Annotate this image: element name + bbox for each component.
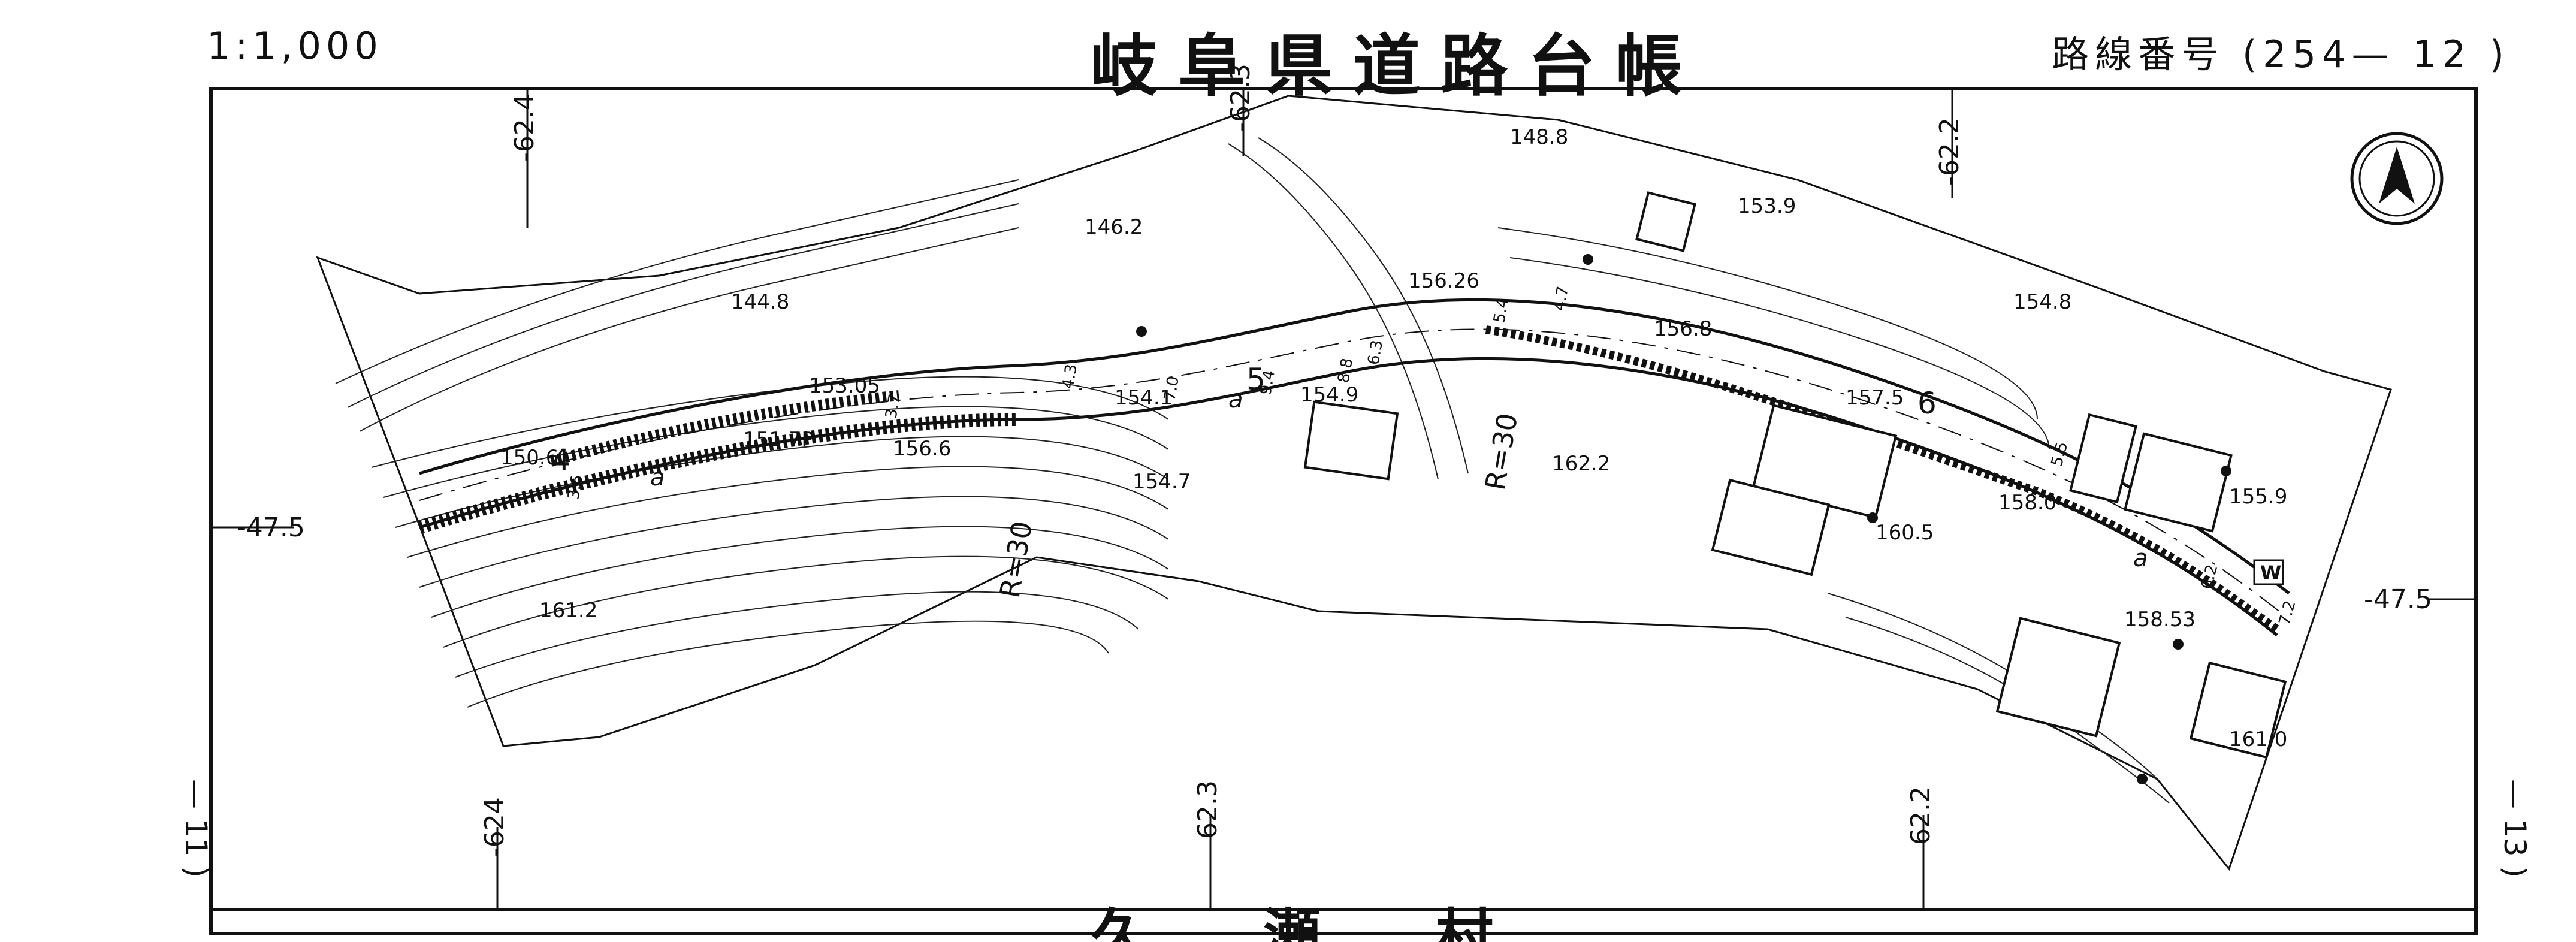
map-title: 岐阜県道路台帳 [1091,28,1703,105]
contour-lines [335,137,2170,804]
grid-label-bottom-2: 62.3 [1192,780,1223,839]
road-width: 6.2 [2198,563,2222,591]
buildings [1303,191,2287,759]
grid-label-top-3: -62.2 [1934,117,1965,186]
elevation-label: 158.53 [2124,608,2196,632]
elevation-label: 156.8 [1654,317,1712,341]
well-marker [2253,559,2284,585]
grid-label-top-1: -62.4 [509,93,540,162]
section-numbers: 6 5 4 [551,362,1937,478]
grid-label-right: -47.5 [2364,584,2432,615]
road-symbol: a [650,464,665,491]
retaining-walls [417,325,2280,633]
control-points [1136,254,2231,784]
elevation-label: 154.9 [1300,383,1358,407]
grid-labels: -62.4 -62.3 -62.2 -624 62.3 62.2 -47.5 -… [237,64,2432,857]
elevation-label: 154.7 [1133,470,1191,494]
elevation-label: 146.2 [1085,215,1143,239]
adjacent-sheet-left: — 11 ) [179,779,213,878]
road-width: 8.8 [1334,357,1357,384]
elevation-label: 144.8 [731,290,789,314]
radius-label: R=30 [993,518,1039,600]
road-symbol: a [2133,545,2148,572]
map-scale: 1:1,000 [207,24,383,68]
road-width: 7.2 [2276,599,2300,627]
map-frame [209,87,2478,935]
adjacent-sheet-right: — 13 ) [2498,779,2532,878]
grid-label-top-2: -62.3 [1225,64,1256,132]
elevation-label: 153.05 [809,374,880,398]
route-label: 路線番号 [2052,32,2225,76]
elevation-label: 151.7P [743,428,814,452]
grid-label-left: -47.5 [237,512,305,543]
section-number: 6 [1917,386,1937,421]
grid-label-bottom-3: 62.2 [1905,786,1936,845]
north-arrow-icon [2350,132,2444,225]
elevation-label: 153.9 [1738,194,1796,218]
grid-lines [211,89,2476,910]
route-number: 路線番号 (254— 12 ) [2052,24,2510,78]
road-width: 5.4 [1490,297,1512,324]
radius-labels: R=30 R=30 [993,410,1524,600]
place-name: 久 瀬 村 [1091,902,1493,942]
road-width: 3.6 [564,473,587,501]
survey-boundary [316,95,2392,871]
elevation-label: 158.0 [1998,491,2056,515]
road-width: 4.3 [1059,363,1081,390]
road-width: 9.4 [1257,369,1279,396]
road-symbol: a [1228,386,1243,413]
elevation-label: 157.5 [1846,386,1904,410]
section-number: 4 [551,443,570,478]
radius-label: R=30 [1479,410,1524,492]
section-number: 5 [1246,362,1266,397]
elevation-label: 154.8 [2013,290,2071,314]
elevation-label: 160.5 [1876,521,1934,545]
elevation-labels: 148.8 146.2 153.9 144.8 156.26 154.8 153… [500,125,2287,751]
road-width: 5.5 [2048,440,2072,469]
road-width: 3.7 [882,393,904,420]
road-width: 6.3 [1364,339,1387,366]
elevation-label: 161.0 [2229,727,2287,751]
elevation-label: 156.6 [893,437,951,461]
elevation-label: 148.8 [1510,125,1568,149]
elevation-label: 156.26 [1408,269,1479,293]
grid-label-bottom-1: -624 [479,797,510,857]
road-width: 4.7 [1550,285,1572,312]
well-symbol: W [2260,561,2281,584]
elevation-label: 155.9 [2229,485,2287,509]
elevation-label: 162.2 [1552,452,1610,476]
road-width: 7.0 [1161,375,1183,402]
elevation-label: 150.6 [500,446,558,470]
elevation-label: 161.2 [539,599,597,623]
road-symbols: a a a [650,386,2148,572]
elevation-label: 154.1 [1115,386,1173,410]
route-value: (254— 12 ) [2242,32,2510,76]
